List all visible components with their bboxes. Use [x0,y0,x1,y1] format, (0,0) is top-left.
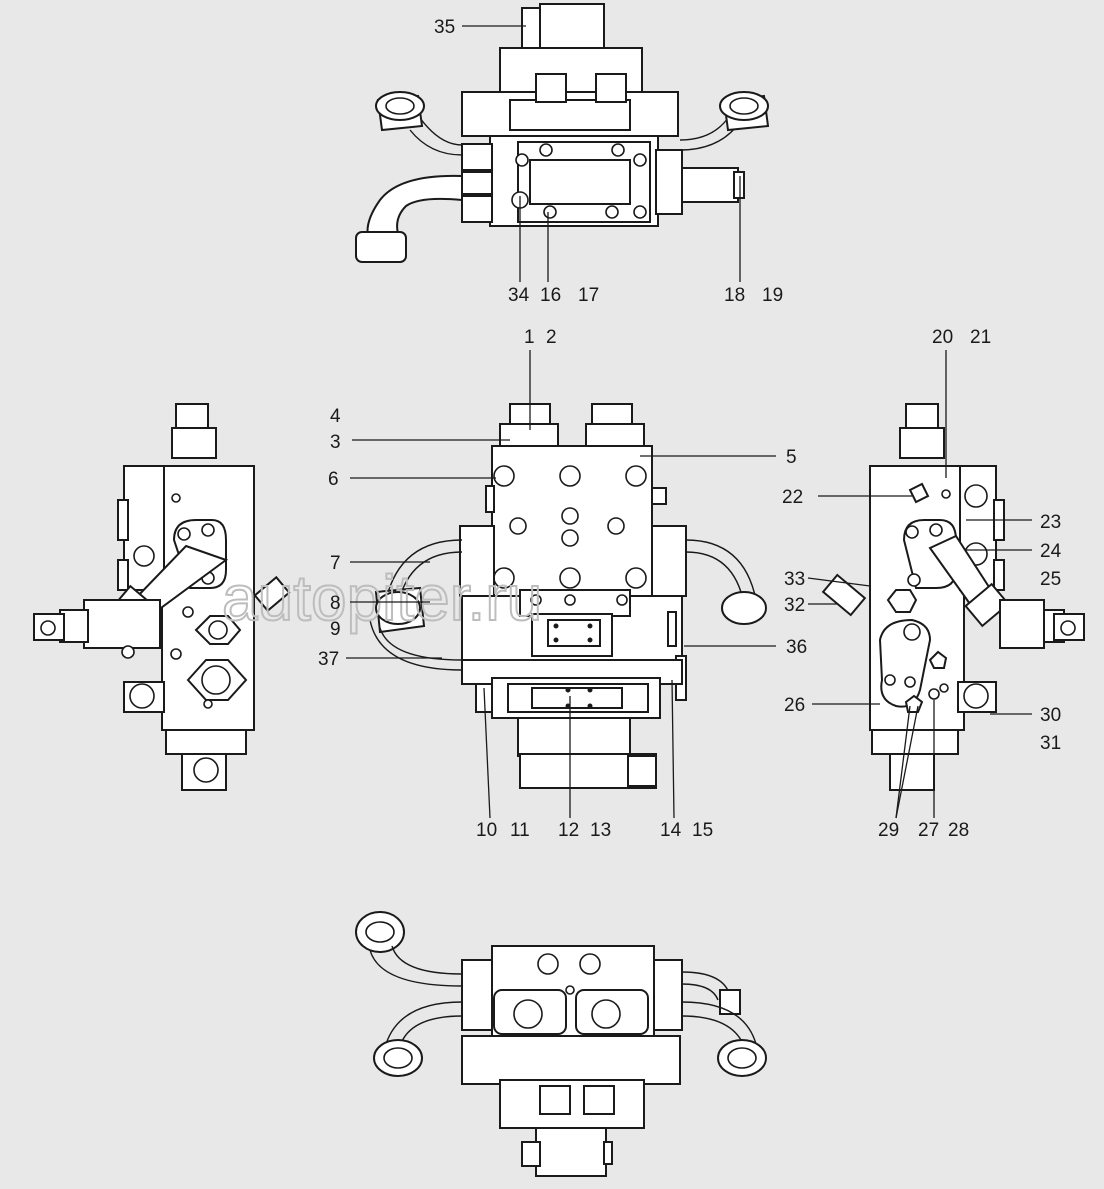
callout-11: 11 [510,820,530,841]
callout-33: 33 [784,569,805,590]
callout-25: 25 [1040,569,1061,590]
callout-23: 23 [1040,512,1061,533]
watermark-text: autopiter.ru [222,562,542,634]
callout-29: 29 [878,820,899,841]
callout-21: 21 [970,327,991,348]
front-view [369,403,767,789]
callout-17: 17 [578,285,599,306]
callout-1: 1 [524,327,535,348]
callout-16: 16 [540,285,561,306]
bottom-view [355,911,767,1177]
left-side-view [33,403,291,791]
top-view [355,3,770,263]
callout-13: 13 [590,820,611,841]
callout-8: 8 [330,593,341,614]
callout-31: 31 [1040,733,1061,754]
callout-4: 4 [330,406,341,427]
callout-37: 37 [318,649,339,670]
callout-2: 2 [546,327,557,348]
callout-32: 32 [784,595,805,616]
callout-10: 10 [476,820,497,841]
callout-labels: 35 34 16 17 18 19 1 2 20 21 4 3 5 6 22 2… [318,17,1062,841]
callout-5: 5 [786,447,797,468]
callout-6: 6 [328,469,339,490]
callout-22: 22 [782,487,803,508]
callout-36: 36 [786,637,807,658]
callout-26: 26 [784,695,805,716]
callout-35: 35 [434,17,455,38]
callout-3: 3 [330,432,341,453]
callout-9: 9 [330,619,341,640]
callout-19: 19 [762,285,783,306]
right-side-view [821,403,1085,791]
callout-20: 20 [932,327,953,348]
callout-27: 27 [918,820,939,841]
callout-34: 34 [508,285,530,306]
leader-lines [346,25,1032,819]
callout-14: 14 [660,820,682,841]
callout-18: 18 [724,285,745,306]
callout-12: 12 [558,820,579,841]
callout-30: 30 [1040,705,1061,726]
callout-24: 24 [1040,541,1062,562]
callout-7: 7 [330,553,341,574]
callout-15: 15 [692,820,713,841]
callout-28: 28 [948,820,969,841]
